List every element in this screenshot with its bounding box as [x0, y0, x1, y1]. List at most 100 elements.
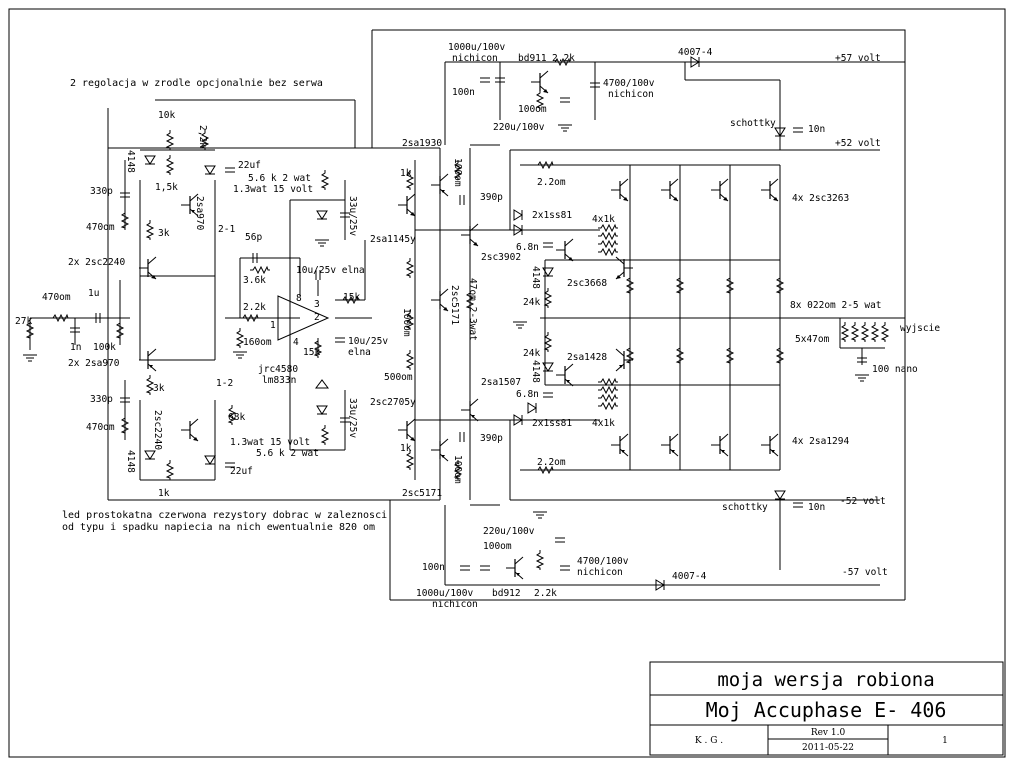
label-node-12: 1-2: [216, 378, 233, 389]
title-project: Moj Accuphase E- 406: [706, 698, 947, 722]
label-zener-b1: 1.3wat 15 volt: [230, 437, 310, 448]
label-bd912: bd912: [492, 588, 521, 599]
label-4700-a: 4700/100v: [603, 78, 655, 89]
label-pair-top: 2x 2sc2240: [68, 257, 125, 268]
label-8x022: 8x 022om 2-5 wat: [790, 300, 882, 311]
label-nichicon-d: nichicon: [432, 599, 478, 610]
label-2sa1428: 2sa1428: [567, 352, 607, 363]
label-4007-b: 4007-4: [672, 571, 707, 582]
label-6-8n-b: 6.8n: [516, 389, 539, 400]
label-22uf-a: 22uf: [238, 160, 261, 171]
label-in-1n: 1n: [70, 342, 81, 353]
title-sheet: 1: [942, 736, 948, 746]
note-top: 2 regolacja w zrodle opcjonalnie bez ser…: [70, 78, 323, 89]
wiring: [29, 29, 906, 601]
label-v52p: +52 volt: [835, 138, 881, 149]
label-2x1ss81-b: 2x1ss81: [532, 418, 572, 429]
label-100nano: 100 nano: [872, 364, 918, 375]
label-500om: 500om: [384, 372, 413, 383]
label-2-2k-d: 2.2k: [534, 588, 557, 599]
label-2sa970: 2sa970: [194, 196, 205, 231]
label-v57n: -57 volt: [842, 567, 888, 578]
label-2sc5171-b: 2sc5171: [402, 488, 442, 499]
label-330p-bot: 330p: [90, 394, 113, 405]
label-zener-b2: 5.6 k 2 wat: [256, 448, 319, 459]
label-zener-a2: 1.3wat 15 volt: [233, 184, 313, 195]
label-4148-d: 4148: [530, 360, 541, 383]
label-15k-b: 15k: [303, 347, 320, 358]
label-100n-b: 100n: [422, 562, 445, 573]
label-4700-b: 4700/100v: [577, 556, 629, 567]
label-2-2k-c: 2.2k: [552, 53, 575, 64]
label-nichicon-a: nichicon: [452, 53, 498, 64]
label-bd911: bd911: [518, 53, 547, 64]
title-heading: moja wersja robiona: [717, 669, 934, 691]
label-2sc3902: 2sc3902: [481, 252, 521, 263]
label-220u-b: 220u/100v: [483, 526, 535, 537]
label-2sc3668: 2sc3668: [567, 278, 607, 289]
label-4007-a: 4007-4: [678, 47, 713, 58]
label-1k-d: 1k: [400, 443, 412, 454]
label-24k-a: 24k: [523, 297, 540, 308]
label-1k-c: 1k: [400, 168, 412, 179]
label-v57p: +57 volt: [835, 53, 881, 64]
label-10u-a: 10u/25v elna: [296, 265, 365, 276]
label-2sc5171-a: 2sc5171: [449, 285, 460, 325]
label-5x47: 5x47om: [795, 334, 830, 345]
title-block: moja wersja robiona Moj Accuphase E- 406…: [649, 661, 1004, 756]
label-1-5k: 1,5k: [155, 182, 178, 193]
label-elna-b: elna: [348, 347, 371, 358]
label-100om-e: 100om: [483, 541, 512, 552]
label-470om-top: 470om: [86, 222, 115, 233]
label-2sa1145y: 2sa1145y: [370, 234, 416, 245]
label-nichicon-b: nichicon: [608, 89, 654, 100]
label-opamp2: lm833n: [262, 375, 296, 386]
label-390p-b: 390p: [480, 433, 503, 444]
label-160om: 160om: [243, 337, 272, 348]
components: [22, 56, 889, 591]
label-node-21: 2-1: [218, 224, 235, 235]
label-3k-b: 3k: [153, 383, 165, 394]
note-bottom-1: led prostokatna czerwona rezystory dobra…: [62, 510, 387, 521]
label-10n-a: 10n: [808, 124, 825, 135]
label-v52n: -52 volt: [840, 496, 886, 507]
label-2sa1930: 2sa1930: [402, 138, 442, 149]
title-revision: Rev 1.0: [811, 728, 846, 738]
label-22uf-b: 22uf: [230, 466, 253, 477]
label-in-27k: 27k: [15, 316, 32, 327]
label-220u-a: 220u/100v: [493, 122, 545, 133]
label-2sc2705y: 2sc2705y: [370, 397, 416, 408]
label-100om-c: 100om: [452, 455, 463, 484]
title-author: K . G .: [695, 736, 723, 746]
label-3-6k: 3.6k: [243, 275, 266, 286]
label-390p-a: 390p: [480, 192, 503, 203]
label-in-100k: 100k: [93, 342, 116, 353]
label-2sc2240: 2sc2240: [152, 410, 163, 450]
label-1000u-a: 1000u/100v: [448, 42, 505, 53]
label-10k: 10k: [158, 110, 175, 121]
label-4148-c: 4148: [530, 266, 541, 289]
label-33u-a: 33u/25v: [347, 196, 358, 236]
label-100n-a: 100n: [452, 87, 475, 98]
label-opamp1: jrc4580: [258, 364, 298, 375]
title-date: 2011-05-22: [802, 743, 854, 753]
label-100om-b: 100om: [401, 308, 412, 337]
label-2sa1507: 2sa1507: [481, 377, 521, 388]
label-4148-a: 4148: [125, 150, 136, 173]
label-1000u-b: 1000u/100v: [416, 588, 473, 599]
label-2-2om-b: 2.2om: [537, 457, 566, 468]
label-33u-b: 33u/25v: [347, 398, 358, 438]
label-4148-b: 4148: [125, 450, 136, 473]
label-out: wyjscie: [900, 323, 940, 334]
label-10u-b: 10u/25v: [348, 336, 388, 347]
sheet-border: [8, 8, 1006, 758]
label-15k-a: 15k: [343, 292, 360, 303]
label-4x1k-a: 4x1k: [592, 214, 615, 225]
label-56p: 56p: [245, 232, 262, 243]
label-pin1: 1: [270, 320, 276, 331]
label-3k-a: 3k: [158, 228, 170, 239]
label-schottky-b: schottky: [722, 502, 768, 513]
label-100om-d: 100om: [518, 104, 547, 115]
label-6-8n-a: 6.8n: [516, 242, 539, 253]
label-in-470om: 470om: [42, 292, 71, 303]
